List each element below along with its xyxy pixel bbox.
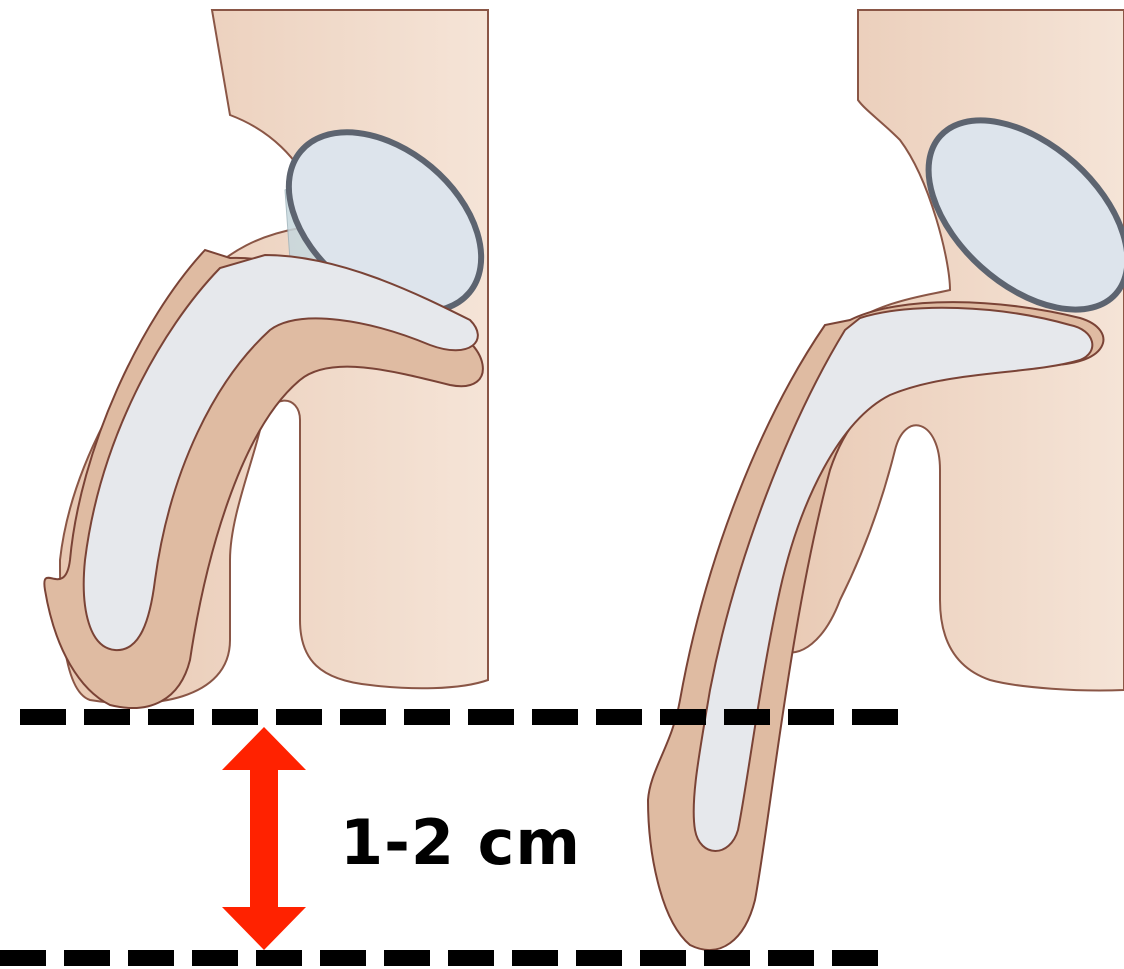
panel-before — [44, 10, 515, 708]
double-arrow — [222, 727, 306, 950]
arrow-head-down — [222, 907, 306, 950]
measurement-label: 1-2 cm — [340, 806, 581, 879]
panel-after — [648, 10, 1124, 950]
arrow-head-up — [222, 727, 306, 770]
arrow-shaft — [250, 765, 278, 913]
